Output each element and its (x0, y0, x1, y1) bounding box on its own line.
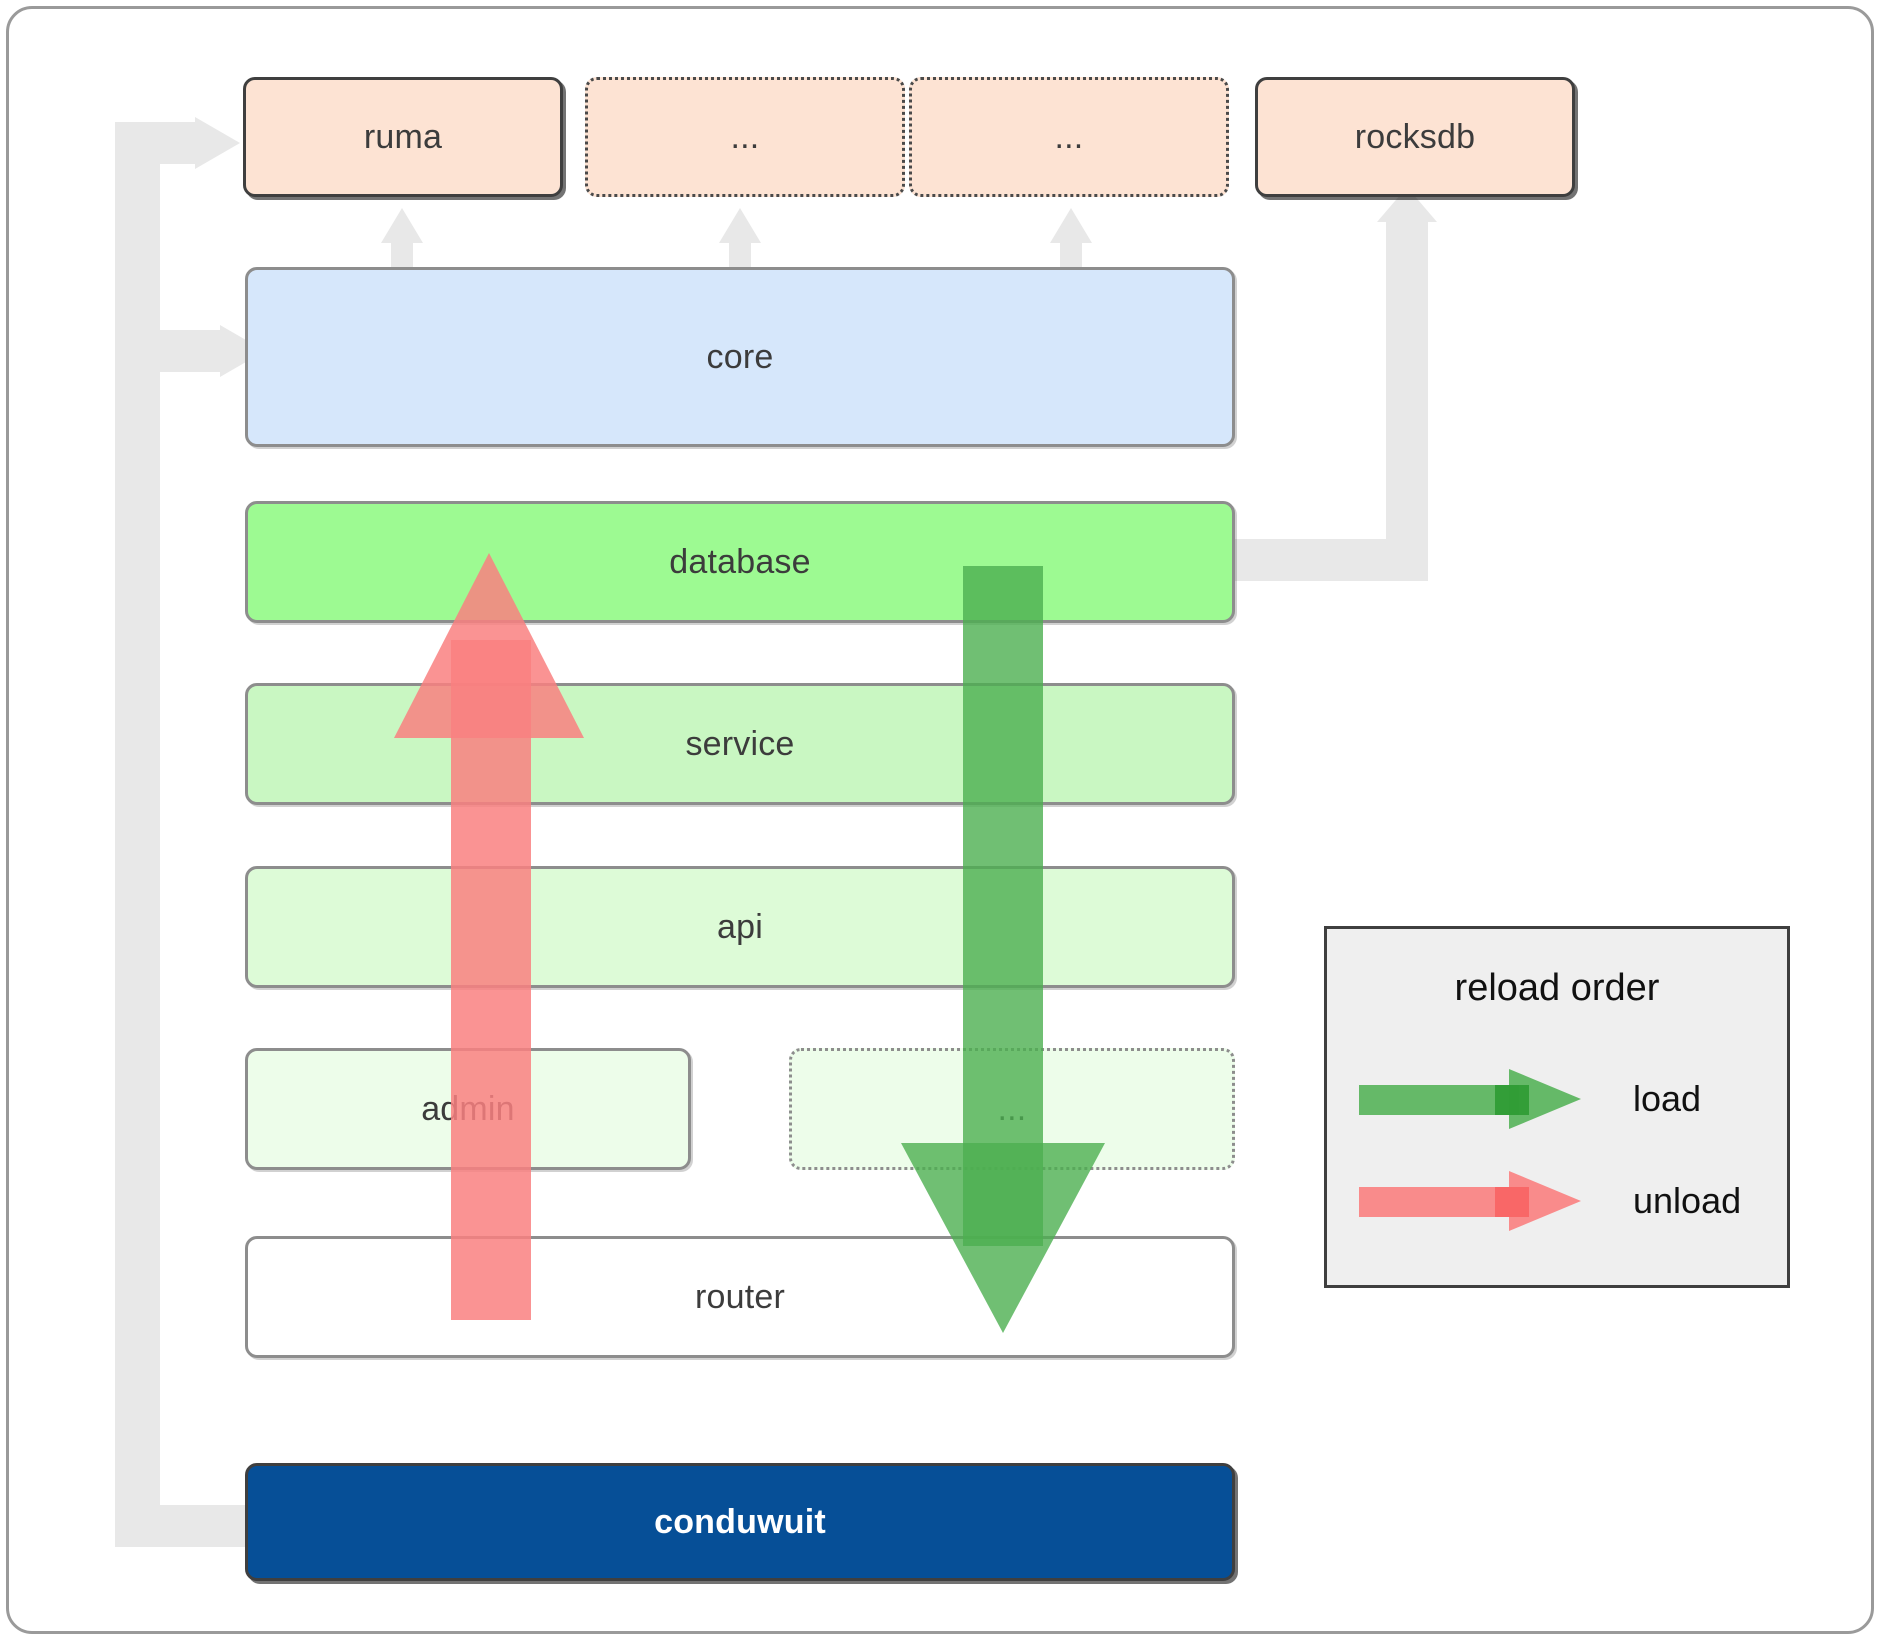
node-conduwuit[interactable]: conduwuit (245, 1463, 1235, 1581)
diagram-frame (6, 6, 1874, 1634)
node-api[interactable]: api (245, 866, 1235, 988)
node-router-label: router (694, 1277, 786, 1316)
legend-unload-arrow-icon (1355, 1161, 1595, 1241)
node-ruma-label: ruma (363, 117, 443, 156)
node-database[interactable]: database (245, 501, 1235, 623)
node-ruma[interactable]: ruma (243, 77, 563, 197)
node-api-label: api (717, 907, 763, 946)
node-admin[interactable]: admin (245, 1048, 691, 1170)
node-admin-label: admin (421, 1089, 515, 1128)
node-core-label: core (706, 337, 774, 376)
node-deps-ellipsis-1-label: ... (730, 117, 760, 156)
node-sub-ellipsis[interactable]: ... (789, 1048, 1235, 1170)
legend-unload-label: unload (1633, 1180, 1742, 1221)
node-sub-ellipsis-label: ... (997, 1089, 1027, 1128)
node-deps-ellipsis-2-label: ... (1054, 117, 1084, 156)
legend-row-load: load (1327, 1059, 1787, 1139)
legend-reload-order: reload order load unload (1324, 926, 1790, 1288)
legend-title: reload order (1454, 967, 1660, 1009)
node-conduwuit-label: conduwuit (654, 1502, 826, 1541)
node-router[interactable]: router (245, 1236, 1235, 1358)
node-service-label: service (685, 724, 795, 763)
legend-load-label: load (1633, 1078, 1702, 1119)
legend-row-unload: unload (1327, 1161, 1787, 1241)
node-service[interactable]: service (245, 683, 1235, 805)
node-database-label: database (669, 542, 811, 581)
node-deps-ellipsis-1[interactable]: ... (585, 77, 905, 197)
node-core[interactable]: core (245, 267, 1235, 447)
node-rocksdb[interactable]: rocksdb (1255, 77, 1575, 197)
node-deps-ellipsis-2[interactable]: ... (909, 77, 1229, 197)
node-rocksdb-label: rocksdb (1354, 117, 1476, 156)
legend-load-arrow-icon (1355, 1059, 1595, 1139)
